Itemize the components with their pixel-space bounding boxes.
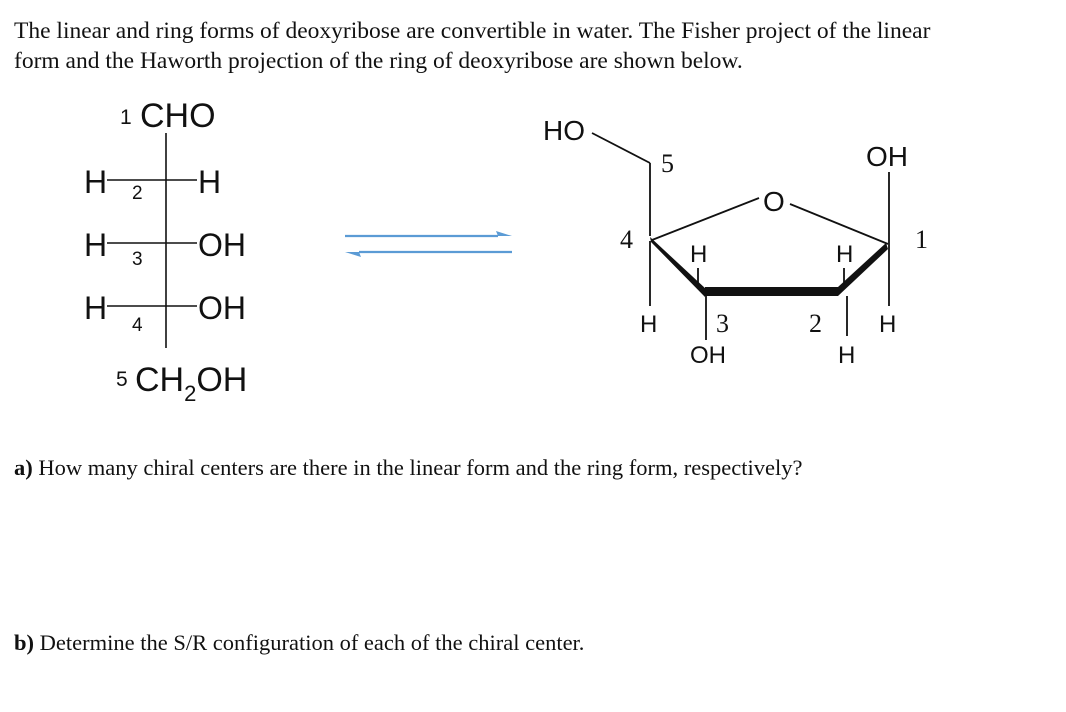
haworth-ring-oxygen: O xyxy=(763,186,785,217)
fischer-c1-group: CHO xyxy=(140,97,216,135)
c5-ho-bond xyxy=(591,132,651,164)
haworth-c4-h-down: H xyxy=(640,311,657,338)
ring-c4-o-bond xyxy=(651,197,760,241)
fischer-c2-number: 2 xyxy=(132,183,143,204)
question-a: a) How many chiral centers are there in … xyxy=(14,455,802,481)
ring-c3-c2-bond xyxy=(705,287,838,296)
fischer-c2-left: H xyxy=(84,164,107,200)
question-a-label: a) xyxy=(14,455,33,480)
intro-line-1: The linear and ring forms of deoxyribose… xyxy=(14,18,931,44)
haworth-c4-number: 4 xyxy=(620,225,633,254)
fischer-c3-number: 3 xyxy=(132,249,143,270)
haworth-c1-number: 1 xyxy=(915,225,928,254)
haworth-c5-number: 5 xyxy=(661,149,674,178)
fischer-c4-right: OH xyxy=(198,290,246,326)
fischer-c5-oh: OH xyxy=(196,361,247,399)
reverse-arrowhead xyxy=(345,252,361,257)
fischer-c4-left: H xyxy=(84,290,107,326)
haworth-c1-h-down: H xyxy=(879,311,896,338)
ring-o-c1-bond xyxy=(789,203,889,245)
question-b-text: Determine the S/R configuration of each … xyxy=(34,630,585,655)
ring-c2-c1-wedge xyxy=(838,243,888,296)
fischer-c5-group: CH2OH xyxy=(135,361,247,406)
fischer-c4-number: 4 xyxy=(132,315,143,336)
haworth-c2-number: 2 xyxy=(809,309,822,338)
ring-c4-c3-wedge xyxy=(650,237,706,297)
fischer-c2-right: H xyxy=(198,164,221,200)
question-b-label: b) xyxy=(14,630,35,655)
forward-arrowhead xyxy=(496,231,512,236)
haworth-c1-oh-label: OH xyxy=(866,141,908,172)
haworth-c2-h-up: H xyxy=(836,241,853,268)
fischer-c5-number: 5 xyxy=(116,368,128,391)
haworth-c3-number: 3 xyxy=(716,309,729,338)
haworth-c3-oh-label: OH xyxy=(690,342,726,369)
haworth-ho-label: HO xyxy=(543,115,585,146)
fischer-c5-subscript: 2 xyxy=(184,381,196,406)
haworth-projection: HO O OH H H H OH H H 5 4 1 3 2 xyxy=(543,115,928,369)
intro-line-2: form and the Haworth projection of the r… xyxy=(14,48,743,74)
fischer-projection: 1 CHO H 2 H H 3 OH H 4 OH 5 CH2OH xyxy=(84,97,247,406)
intro-paragraph: The linear and ring forms of deoxyribose… xyxy=(14,16,1054,76)
equilibrium-arrows xyxy=(345,231,512,257)
question-a-text: How many chiral centers are there in the… xyxy=(32,455,803,480)
fischer-c1-number: 1 xyxy=(120,106,132,129)
fischer-c5-ch: CH xyxy=(135,361,184,399)
haworth-c4-h-up: H xyxy=(690,241,707,268)
fischer-c3-right: OH xyxy=(198,227,246,263)
fischer-c3-left: H xyxy=(84,227,107,263)
haworth-c2-h-down: H xyxy=(838,342,855,369)
question-b: b) Determine the S/R configuration of ea… xyxy=(14,630,584,656)
